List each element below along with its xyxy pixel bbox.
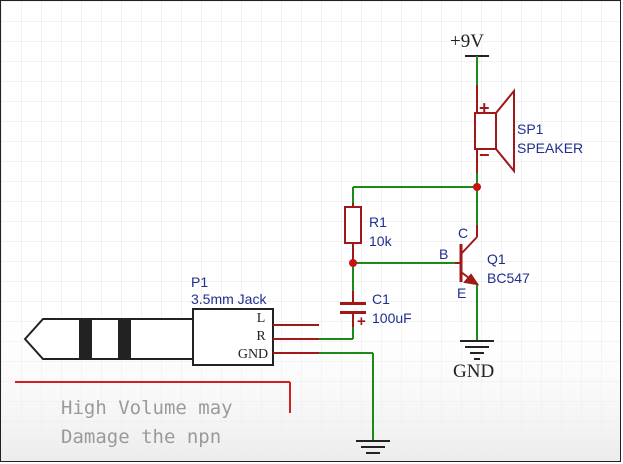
speaker-ref: SP1: [517, 121, 544, 137]
junction-dot: [349, 259, 357, 267]
speaker-symbol: [474, 85, 515, 174]
note-line-1: High Volume may: [61, 397, 233, 419]
transistor-pin-c: C: [458, 225, 468, 241]
capacitor-ref: C1: [372, 291, 390, 307]
transistor-symbol: [455, 225, 480, 286]
jack-pin-l: L: [257, 311, 266, 326]
jack-body: [192, 308, 274, 366]
capacitor-plus: +: [357, 313, 366, 330]
supply-label: +9V: [450, 31, 484, 52]
speaker-plus: +: [479, 98, 490, 118]
note-border: [15, 381, 291, 413]
capacitor-value: 100uF: [372, 310, 412, 326]
jack-pin-r: R: [256, 329, 266, 344]
jack-pin-gnd: GND: [238, 347, 268, 362]
resistor-symbol: [344, 203, 362, 263]
transistor-value: BC547: [487, 270, 530, 286]
speaker-value: SPEAKER: [517, 140, 583, 156]
resistor-ref: R1: [369, 214, 387, 230]
note-line-2: Damage the npn: [61, 426, 221, 448]
transistor-ref: Q1: [487, 251, 506, 267]
transistor-pin-e: E: [457, 285, 466, 301]
jack-value: 3.5mm Jack: [191, 291, 267, 307]
transistor-pin-b: B: [439, 246, 448, 262]
jack-plug-symbol: [23, 318, 194, 360]
capacitor-symbol: [340, 291, 366, 327]
junction-dot: [473, 183, 481, 191]
ground-label: GND: [453, 361, 494, 382]
jack-pin-stubs: [273, 324, 319, 354]
jack-ref: P1: [191, 274, 208, 290]
speaker-minus: −: [479, 145, 490, 165]
resistor-value: 10k: [369, 233, 393, 249]
ground-symbol-bottom: [356, 440, 390, 454]
ground-symbol: [460, 340, 494, 360]
